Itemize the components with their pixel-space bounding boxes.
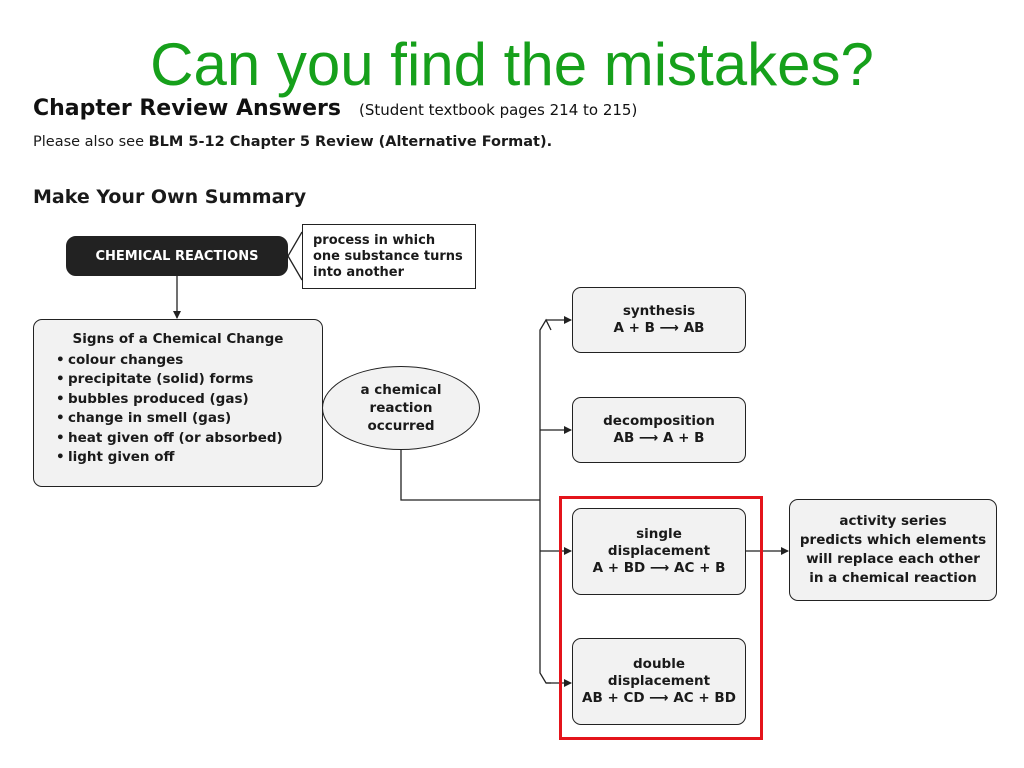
chapter-header: Chapter Review Answers (Student textbook … [33,96,637,121]
single-equation: A + BD ⟶ AC + B [592,560,726,576]
sign-item: change in smell (gas) [56,409,283,429]
summary-heading: Make Your Own Summary [33,186,307,208]
activity-line-1: activity series [839,513,947,529]
single-label-1: single [636,526,682,542]
chapter-review-title: Chapter Review Answers [33,96,341,121]
double-equation: AB + CD ⟶ AC + BD [582,690,736,706]
decomposition-label: decomposition [603,413,715,429]
sign-item: precipitate (solid) forms [56,370,283,390]
activity-line-2: predicts which elements [799,532,987,548]
definition-connector [287,231,303,281]
occurred-line-3: occurred [367,418,435,434]
occurred-line-1: a chemical [360,382,442,398]
double-label-1: double [633,656,685,672]
decomposition-equation: AB ⟶ A + B [613,430,705,446]
chemical-reactions-node: CHEMICAL REACTIONS [66,236,288,276]
occurred-to-trunk [400,450,540,501]
occurred-line-2: reaction [369,400,433,416]
textbook-pages: (Student textbook pages 214 to 215) [358,101,638,119]
signs-box: Signs of a Chemical Change colour change… [33,319,323,487]
signs-title: Signs of a Chemical Change [72,331,284,347]
synthesis-box: synthesis A + B ⟶ AB [572,287,746,353]
chemical-reactions-label: CHEMICAL REACTIONS [95,248,259,264]
mistake-highlight-box [559,496,763,740]
double-displacement-box: double displacement AB + CD ⟶ AC + BD [572,638,746,725]
single-displacement-box: single displacement A + BD ⟶ AC + B [572,508,746,595]
reaction-occurred-ellipse: a chemical reaction occurred [322,366,480,450]
synthesis-label: synthesis [622,303,696,319]
activity-series-box: activity series predicts which elements … [789,499,997,601]
definition-line-2: one substance turns [313,248,463,264]
definition-line-1: process in which [313,232,436,248]
definition-line-3: into another [313,264,405,280]
single-label-2: displacement [607,543,711,559]
sign-item: colour changes [56,351,283,371]
activity-line-4: in a chemical reaction [809,570,977,586]
see-also-line: Please also see BLM 5-12 Chapter 5 Revie… [33,134,552,150]
sign-item: heat given off (or absorbed) [56,429,283,449]
see-also-prefix: Please also see [33,134,149,150]
sign-item: light given off [56,448,283,468]
see-also-reference: BLM 5-12 Chapter 5 Review (Alternative F… [148,134,553,150]
synthesis-equation: A + B ⟶ AB [613,320,705,336]
sign-item: bubbles produced (gas) [56,390,283,410]
branch-trunk [539,318,552,684]
signs-list: colour changes precipitate (solid) forms… [56,351,283,468]
decomposition-box: decomposition AB ⟶ A + B [572,397,746,463]
double-label-2: displacement [607,673,711,689]
definition-box: process in which one substance turns int… [302,224,476,289]
slide-title: Can you find the mistakes? [150,31,874,98]
activity-line-3: will replace each other [806,551,980,567]
